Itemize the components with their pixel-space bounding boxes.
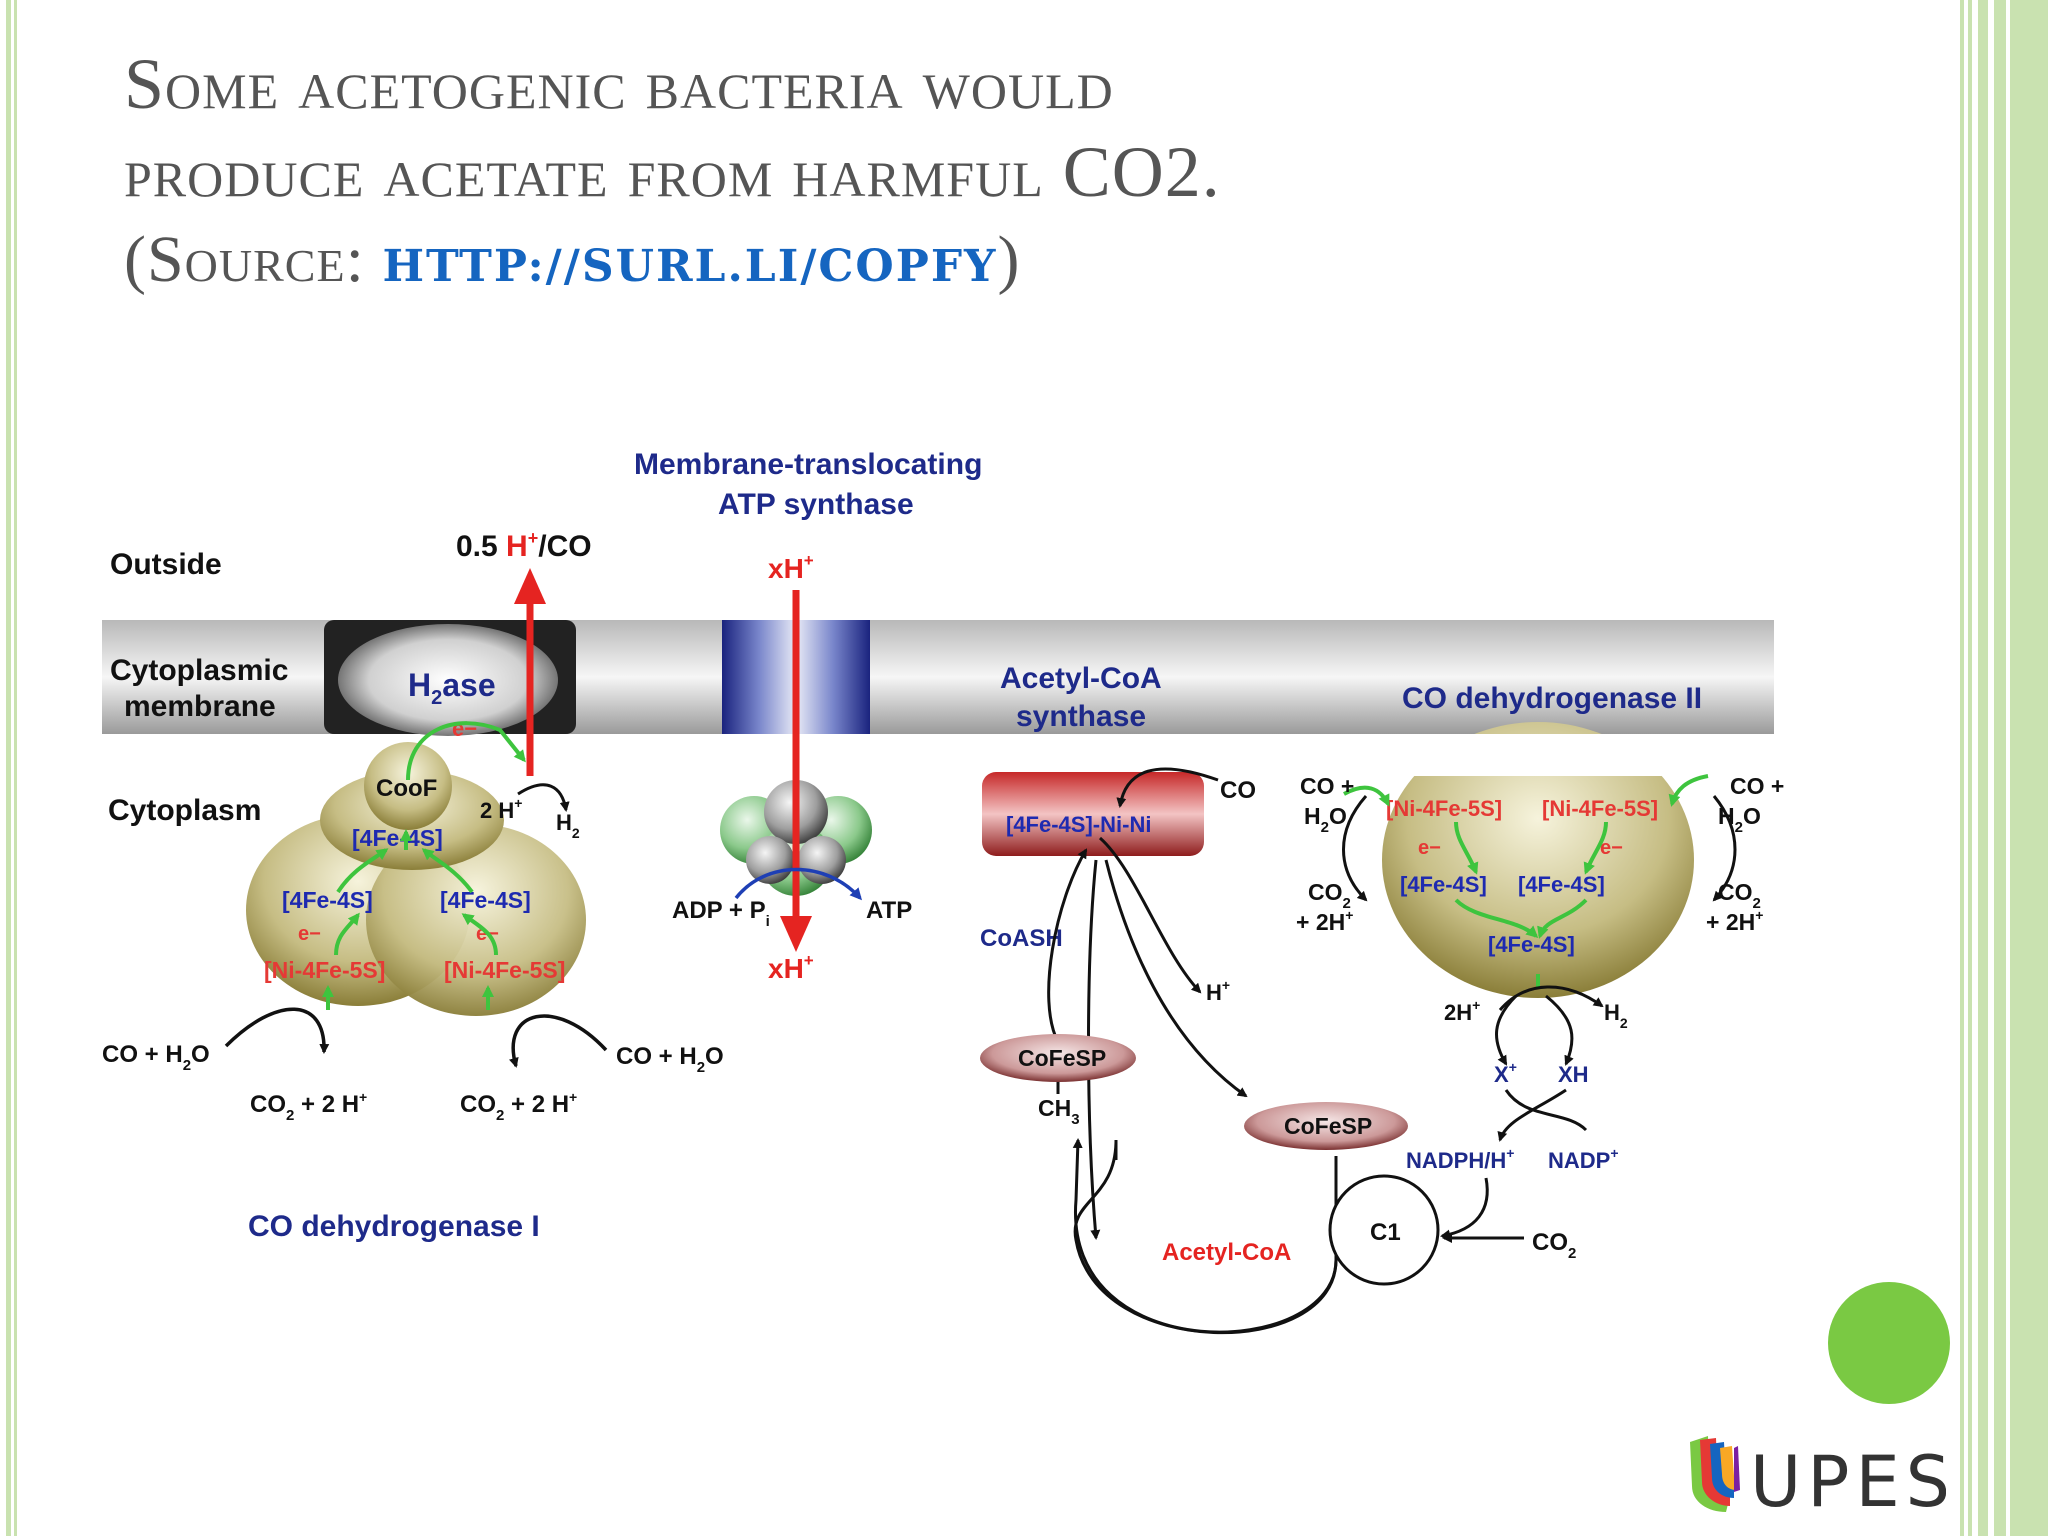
source-suffix: ) [997, 223, 1021, 296]
cdh2-fe4s-right: [4Fe-4S] [1518, 872, 1605, 897]
cdh1-ni-right: [Ni-4Fe-5S] [444, 957, 565, 983]
cdh2-co2-right: CO2 [1718, 879, 1761, 912]
h2-right: H2 [1604, 1000, 1628, 1031]
label-membrane-1: Cytoplasmic [110, 654, 288, 687]
acs-title-2: synthase [1016, 700, 1146, 733]
left-frame-border [0, 0, 20, 1536]
nadp-label: NADP+ [1548, 1145, 1619, 1173]
acs-box [982, 772, 1204, 856]
cdh2-ni-left: [Ni-4Fe-5S] [1386, 796, 1502, 821]
acs-center-label: [4Fe-4S]-Ni-Ni [1006, 812, 1151, 837]
cdh1-fe4s-left: [4Fe-4S] [282, 887, 373, 913]
cdh2-h2o-right: H2O [1718, 803, 1761, 836]
cdh1-right-lobe [366, 824, 586, 1016]
coof-ball [364, 742, 452, 830]
cdh2-co-h2o-left: CO + [1300, 773, 1354, 799]
cdh2-e-right: e− [1600, 837, 1623, 859]
atp-synthase-title-2: ATP synthase [718, 488, 914, 521]
ch3-label: CH3 [1038, 1095, 1080, 1128]
title-line-2: produce acetate from harmful CO2. [124, 132, 1221, 212]
acetyl-coa-label: Acetyl-CoA [1162, 1239, 1291, 1266]
cdh2-2h-left: + 2H+ [1296, 907, 1353, 935]
cdh2-co2-left: CO2 [1308, 879, 1351, 912]
cofesp-left-label: CoFeSP [1018, 1045, 1106, 1071]
acetogen-pathway-diagram: Outside Cytoplasmic membrane Cytoplasm H… [102, 448, 1784, 1335]
h2ase-ellipse [338, 624, 558, 736]
cdh2-e-left: e− [1418, 837, 1441, 859]
cofesp-right-label: CoFeSP [1284, 1113, 1372, 1139]
h2-left: H2 [556, 810, 580, 841]
cdh1-fe4s-right: [4Fe-4S] [440, 887, 531, 913]
co-h2o-right: CO + H2O [616, 1043, 724, 1076]
cdh1-title: CO dehydrogenase I [248, 1210, 540, 1243]
c1-label: C1 [1370, 1219, 1401, 1246]
xh-label: XH [1558, 1062, 1589, 1087]
xh-bottom: xH+ [768, 951, 814, 984]
two-h-plus-right: 2H+ [1444, 997, 1480, 1025]
atp-label: ATP [866, 897, 912, 924]
title-line-1: Some acetogenic bacteria would [124, 44, 1114, 124]
upes-wordmark: UPES [1750, 1441, 1946, 1516]
proton-stoich-label: 0.5 H+/CO [456, 528, 592, 563]
acs-title-1: Acetyl-CoA [1000, 662, 1162, 695]
cdh2-co-h2o-right: CO + [1730, 773, 1784, 799]
cdh1-fe4s-top: [4Fe-4S] [352, 825, 443, 851]
cofesp-left [980, 1034, 1136, 1082]
h2ase-e-minus: e− [452, 716, 477, 741]
cdh2-fe4s-left: [4Fe-4S] [1400, 872, 1487, 897]
co2-c1: CO2 [1532, 1229, 1576, 1262]
cdh2-ni-right: [Ni-4Fe-5S] [1542, 796, 1658, 821]
co2-right: CO2 + 2 H+ [460, 1089, 577, 1124]
cdh2-body [1382, 722, 1694, 998]
c1-return-loop [1073, 1139, 1338, 1335]
h2ase-label: H2ase [408, 667, 496, 709]
nadph-label: NADPH/H+ [1406, 1145, 1514, 1173]
source-link[interactable]: http://surl.li/copfy [382, 241, 998, 292]
c1-circle [1328, 1174, 1440, 1286]
cdh2-fe4s-bottom: [4Fe-4S] [1488, 932, 1575, 957]
cdh2-title: CO dehydrogenase II [1402, 682, 1702, 715]
label-membrane-2: membrane [124, 690, 276, 723]
cdh2-h2o-left: H2O [1304, 803, 1347, 836]
acs-co: CO [1220, 777, 1256, 804]
adp-pi-label: ADP + Pi [672, 897, 770, 930]
x-plus-label: X+ [1494, 1059, 1517, 1087]
co-h2o-left: CO + H2O [102, 1041, 210, 1074]
accent-dot [1828, 1282, 1950, 1404]
upes-logo: UPES [1690, 1436, 1946, 1516]
cofesp-right [1244, 1102, 1408, 1150]
co2-left: CO2 + 2 H+ [250, 1089, 367, 1124]
xh-top: xH+ [768, 551, 814, 584]
atp-f1-ball-grey-3 [798, 836, 846, 884]
source-prefix: (Source: [124, 223, 383, 296]
right-frame-border [1958, 0, 2048, 1536]
cdh1-ni-left: [Ni-4Fe-5S] [264, 957, 385, 983]
atp-f1-ball-grey-2 [746, 836, 794, 884]
h-plus-acs: H+ [1206, 977, 1230, 1005]
source-line: (Source: http://surl.li/copfy) [124, 216, 1684, 311]
slide-title: Some acetogenic bacteria would produce a… [124, 40, 1684, 311]
adp-atp-arrow [734, 867, 863, 901]
coash-label: CoASH [980, 925, 1063, 952]
two-h-plus-left: 2 H+ [480, 795, 522, 823]
atp-synthase-title-1: Membrane-translocating [634, 448, 982, 481]
e-path-h2ase [406, 721, 526, 781]
cdh2-2h-right: + 2H+ [1706, 907, 1763, 935]
label-cytoplasm: Cytoplasm [108, 794, 261, 827]
label-outside: Outside [110, 548, 222, 581]
cdh1-e-left: e− [298, 923, 321, 945]
